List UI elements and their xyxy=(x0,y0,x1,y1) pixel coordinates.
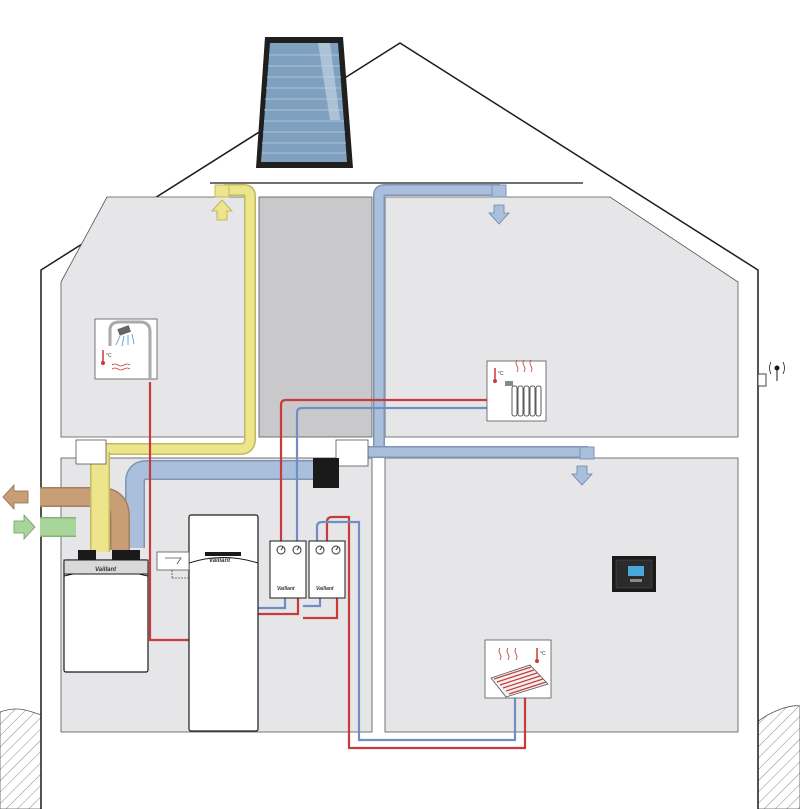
thermometer-icon xyxy=(535,648,539,663)
ventilation-unit: Vaillant xyxy=(63,550,149,673)
exhaust-air-duct-outlet xyxy=(579,446,595,460)
outdoor-air-arrow-icon xyxy=(13,513,36,541)
ventilation-unit-brand: Vaillant xyxy=(95,567,117,573)
floor-heating-icon xyxy=(493,666,547,695)
mixing-module-2-brand: Vaillant xyxy=(316,586,334,592)
radiator-temp-unit: °C xyxy=(498,371,504,377)
thermometer-icon xyxy=(493,368,497,383)
supply-air-duct-outlet xyxy=(214,184,230,198)
supply-air-duct xyxy=(102,184,256,455)
underfloor-heating: °C xyxy=(484,639,552,699)
shower-icon xyxy=(117,325,132,336)
attic-room-left xyxy=(60,196,249,438)
stairwell xyxy=(258,196,373,438)
exhaust-air-arrow-icon xyxy=(488,204,510,225)
underfloor-temp-unit: °C xyxy=(540,651,546,657)
room-controller xyxy=(612,556,656,592)
duct-junction-box xyxy=(335,439,369,467)
ground xyxy=(0,708,43,809)
thermostat-icon xyxy=(628,566,644,576)
mixing-module-1-brand: Vaillant xyxy=(277,586,295,592)
duct-fan xyxy=(313,458,339,488)
control-box xyxy=(156,551,190,579)
return-pipe xyxy=(258,406,517,742)
heat-pump-brand: Vaillant xyxy=(209,558,231,564)
outgoing-air-arrow-icon xyxy=(2,483,29,511)
ground-floor-right xyxy=(384,457,739,733)
exhaust-air-arrow-icon xyxy=(571,465,593,486)
exhaust-air-duct-outlet xyxy=(491,184,507,198)
duct-junction-box xyxy=(75,439,107,465)
radiator-icon xyxy=(511,385,542,417)
supply-air-arrow-icon xyxy=(211,199,233,221)
ground xyxy=(756,705,800,809)
solar-collector xyxy=(256,37,353,168)
mixing-module-2: Vaillant xyxy=(308,540,346,599)
outdoor-sensor-icon xyxy=(769,361,785,381)
outdoor-sensor xyxy=(757,361,785,387)
exhaust-air-duct xyxy=(125,184,588,548)
thermometer-icon xyxy=(101,350,105,365)
radiator: °C xyxy=(486,359,547,422)
mixing-module-1: Vaillant xyxy=(269,540,307,599)
heat-pump: Vaillant xyxy=(188,514,259,732)
hot-water-tap: °C xyxy=(94,318,158,380)
hot-water-temp-unit: °C xyxy=(106,353,112,359)
